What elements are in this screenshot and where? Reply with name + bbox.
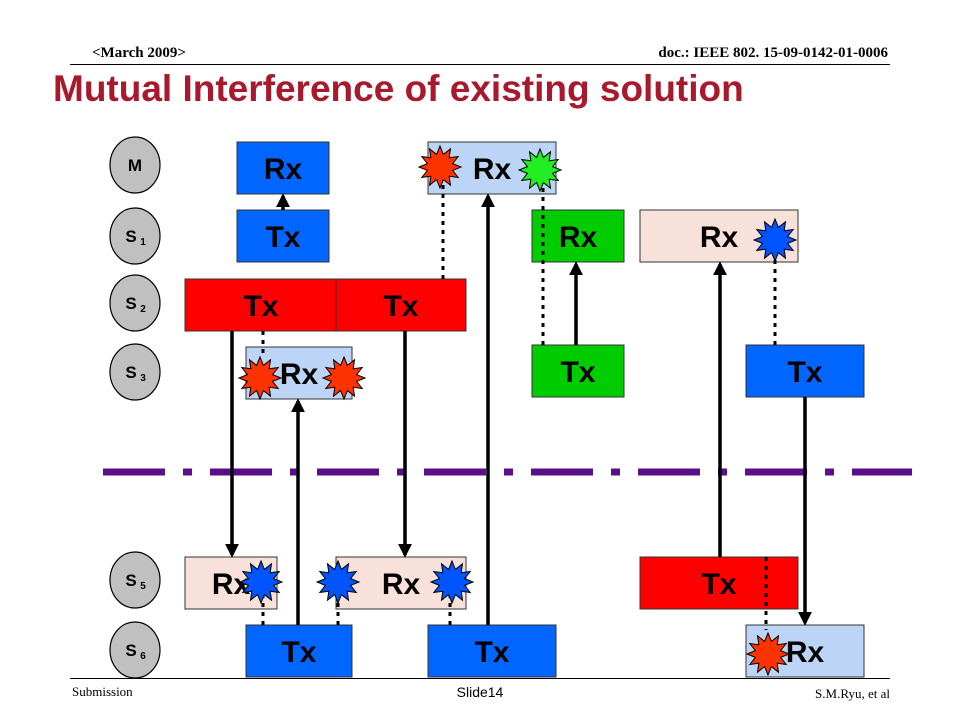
- tx-box: Tx: [335, 278, 467, 332]
- header-doc-id: doc.: IEEE 802. 15-09-0142-01-0006: [658, 45, 888, 61]
- tx-box: Tx: [745, 344, 865, 398]
- node-subscript: 2: [140, 304, 146, 315]
- tx-label: Tx: [787, 356, 822, 389]
- rx-label: Rx: [786, 636, 825, 669]
- rx-label: Rx: [700, 221, 739, 254]
- starburst-icon: [429, 559, 475, 605]
- rx-label: Rx: [473, 153, 512, 186]
- tx-label: Tx: [383, 290, 418, 323]
- starburst-icon: [517, 147, 563, 193]
- tx-box: Tx: [427, 624, 557, 678]
- tx-label: Tx: [265, 221, 300, 254]
- tx-label: Tx: [474, 636, 509, 669]
- tx-box: Tx: [184, 278, 338, 332]
- node-subscript: 5: [140, 581, 146, 592]
- rx-label: Rx: [264, 153, 303, 186]
- tx-box: Tx: [245, 624, 353, 678]
- node-label: S: [125, 227, 136, 246]
- node-label: S: [125, 294, 136, 313]
- node-m: M: [109, 136, 161, 194]
- rx-label: Rx: [382, 568, 421, 601]
- rx-box: Rx: [639, 209, 799, 263]
- node-label: S: [125, 641, 136, 660]
- slide-title: Mutual Interference of existing solution: [53, 68, 744, 109]
- rx-label: Rx: [559, 221, 598, 254]
- starburst-icon: [237, 355, 283, 401]
- node-label: M: [128, 156, 142, 175]
- tx-label: Tx: [701, 568, 736, 601]
- tx-box: Tx: [531, 344, 625, 398]
- tx-box: Tx: [639, 556, 799, 610]
- rx-box: Rx: [531, 209, 625, 263]
- footer-rule: [70, 678, 890, 679]
- node-subscript: 6: [140, 651, 146, 662]
- rx-box: Rx: [236, 141, 330, 195]
- rx-label: Rx: [280, 358, 319, 391]
- starburst-icon: [417, 144, 463, 190]
- starburst-icon: [745, 631, 791, 677]
- header-date: <March 2009>: [92, 45, 186, 61]
- header-rule: [70, 64, 890, 65]
- starburst-icon: [238, 559, 284, 605]
- node-label: S: [125, 571, 136, 590]
- node-subscript: 1: [140, 237, 146, 248]
- tx-label: Tx: [243, 290, 278, 323]
- starburst-icon: [315, 559, 361, 605]
- tx-label: Tx: [281, 636, 316, 669]
- tx-box: Tx: [236, 209, 330, 263]
- footer-author: S.M.Ryu, et al: [815, 686, 890, 701]
- starburst-icon: [321, 355, 367, 401]
- footer-slide-number: Slide14: [456, 684, 504, 700]
- node-label: S: [125, 363, 136, 382]
- node-subscript: 3: [140, 373, 146, 384]
- footer-submission: Submission: [72, 684, 133, 699]
- starburst-icon: [752, 217, 798, 263]
- tx-label: Tx: [560, 356, 595, 389]
